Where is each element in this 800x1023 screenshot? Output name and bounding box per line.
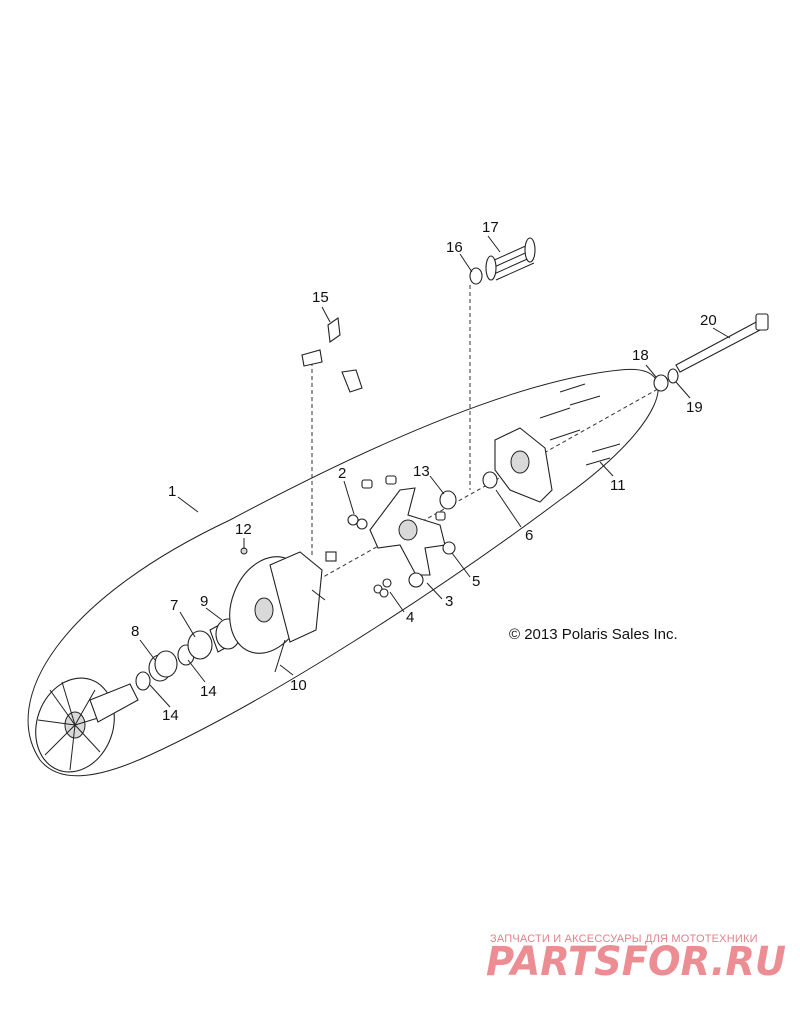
callout-9: 9 (200, 593, 208, 610)
bolt-20 (653, 313, 769, 392)
leader-lines (139, 235, 731, 708)
callout-17: 17 (482, 219, 499, 236)
callout-10: 10 (290, 677, 307, 694)
callout-13: 13 (413, 463, 430, 480)
callout-7: 7 (170, 597, 178, 614)
callout-1: 1 (168, 483, 176, 500)
watermark-tagline: ЗАПЧАСТИ И АКСЕССУАРЫ ДЛЯ МОТОТЕХНИКИ (490, 933, 758, 945)
callout-4: 4 (406, 609, 414, 626)
washer-13 (439, 490, 457, 510)
roller-parts (325, 475, 397, 598)
callout-labels: 1 2 3 4 5 6 7 8 9 10 11 12 13 14 14 15 1… (131, 219, 717, 724)
watermark: ЗАПЧАСТИ И АКСЕССУАРЫ ДЛЯ МОТОТЕХНИКИ PA… (486, 933, 786, 985)
washer-stack (135, 617, 241, 691)
callout-20: 20 (700, 312, 717, 329)
callout-14b: 14 (162, 707, 179, 724)
copyright-text: © 2013 Polaris Sales Inc. (509, 626, 678, 643)
cover (482, 427, 553, 503)
callout-16: 16 (446, 239, 463, 256)
moveable-sheave (229, 547, 326, 673)
callout-8: 8 (131, 623, 139, 640)
callout-5: 5 (472, 573, 480, 590)
callout-3: 3 (445, 593, 453, 610)
callout-2: 2 (338, 465, 346, 482)
callout-19: 19 (686, 399, 703, 416)
callout-18: 18 (632, 347, 649, 364)
callout-12: 12 (235, 521, 252, 538)
fixed-sheave-fan (35, 677, 139, 773)
shift-clips (301, 317, 363, 393)
watermark-logo: PARTSFOR.RU (486, 939, 786, 985)
callout-11: 11 (610, 477, 626, 494)
callout-6: 6 (525, 527, 533, 544)
assembly-outline (27, 368, 659, 777)
spring (469, 237, 536, 285)
callout-15: 15 (312, 289, 329, 306)
spider (369, 487, 456, 588)
cover-bolts (539, 383, 621, 466)
callout-14a: 14 (200, 683, 217, 700)
